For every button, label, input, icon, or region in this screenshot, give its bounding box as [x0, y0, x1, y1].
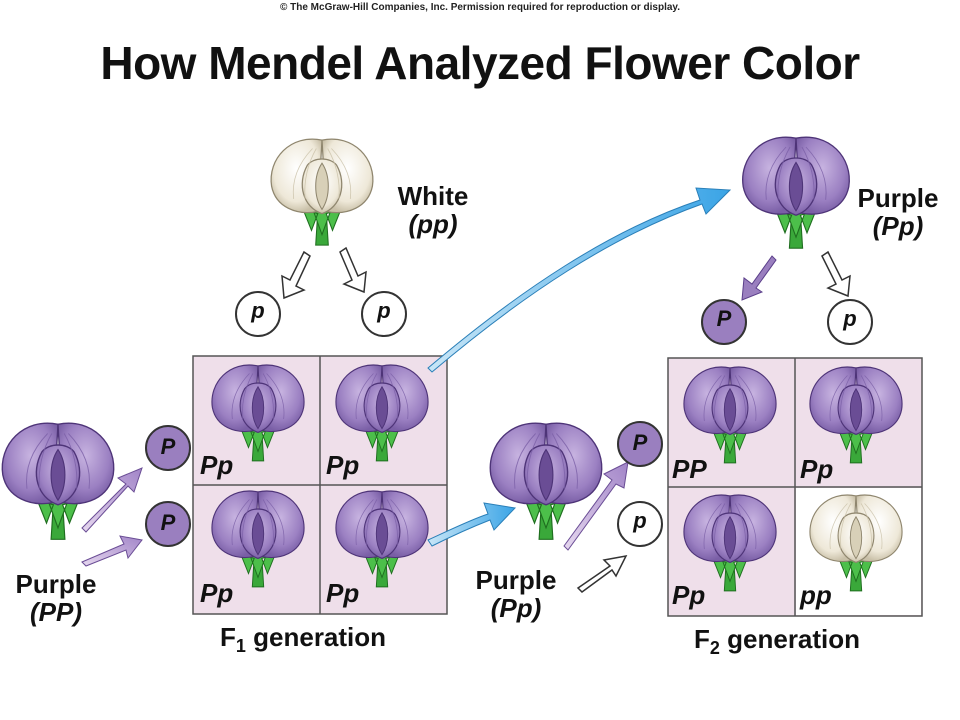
allele-f1top-left: P: [716, 306, 732, 331]
allele-white-left: p: [251, 298, 265, 323]
gamete-arrow-f1top-left: [741, 255, 777, 301]
f2-cell-label: Pp: [672, 580, 706, 610]
f1-individual-flower: [489, 422, 603, 540]
f2-cell-label: PP: [672, 454, 707, 484]
f1-cell-flower: [335, 490, 429, 588]
f1-cell-label: Pp: [326, 450, 360, 480]
purple-parent-flower: [1, 422, 115, 540]
copyright-notice: © The McGraw-Hill Companies, Inc. Permis…: [279, 2, 681, 13]
purple-parent-label: Purple (PP): [15, 569, 97, 627]
f1-cell-label: Pp: [200, 578, 234, 608]
gamete-arrow-f1-bottom: [576, 554, 628, 593]
gamete-arrow-white-left: [281, 250, 311, 300]
f1-cell-flower: [211, 364, 305, 462]
f1-top-individual-label: Purple (Pp): [857, 183, 939, 241]
allele-f1-top: P: [632, 430, 648, 455]
f2-cell-flower: [683, 366, 777, 464]
f1-cell-flower: [211, 490, 305, 588]
f2-cell-label: pp: [800, 580, 832, 610]
gamete-arrow-f1top-right: [821, 250, 851, 298]
gamete-arrow-purple-bottom: [81, 535, 143, 567]
f1-generation-label: F1 generation: [220, 622, 387, 657]
f2-cell-flower-white: [809, 494, 903, 592]
blue-arrow-to-f1: [427, 502, 517, 547]
f1-top-individual-flower: [742, 136, 850, 249]
white-parent-flower: [270, 138, 374, 246]
f1-individual-label: Purple (Pp): [475, 565, 557, 623]
allele-purple-top: P: [160, 434, 176, 459]
allele-white-right: p: [377, 298, 391, 323]
f2-cell-label: Pp: [800, 454, 834, 484]
page-title: How Mendel Analyzed Flower Color: [100, 37, 860, 89]
f2-cell-flower: [809, 366, 903, 464]
f1-cell-flower: [335, 364, 429, 462]
white-parent-label: White (pp): [397, 181, 469, 239]
gamete-arrow-purple-top: [81, 467, 143, 533]
blue-arrow-to-f1-top: [427, 187, 732, 373]
allele-f1-bottom: p: [633, 508, 647, 533]
allele-purple-bottom: P: [160, 510, 176, 535]
f1-cell-label: Pp: [200, 450, 234, 480]
allele-circles: [145, 291, 873, 547]
allele-f1top-right: p: [843, 306, 857, 331]
gamete-arrow-white-right: [339, 246, 367, 294]
f2-cell-flower: [683, 494, 777, 592]
gamete-arrow-f1-top: [563, 461, 629, 551]
f2-generation-label: F2 generation: [694, 624, 861, 659]
f1-cell-label: Pp: [326, 578, 360, 608]
